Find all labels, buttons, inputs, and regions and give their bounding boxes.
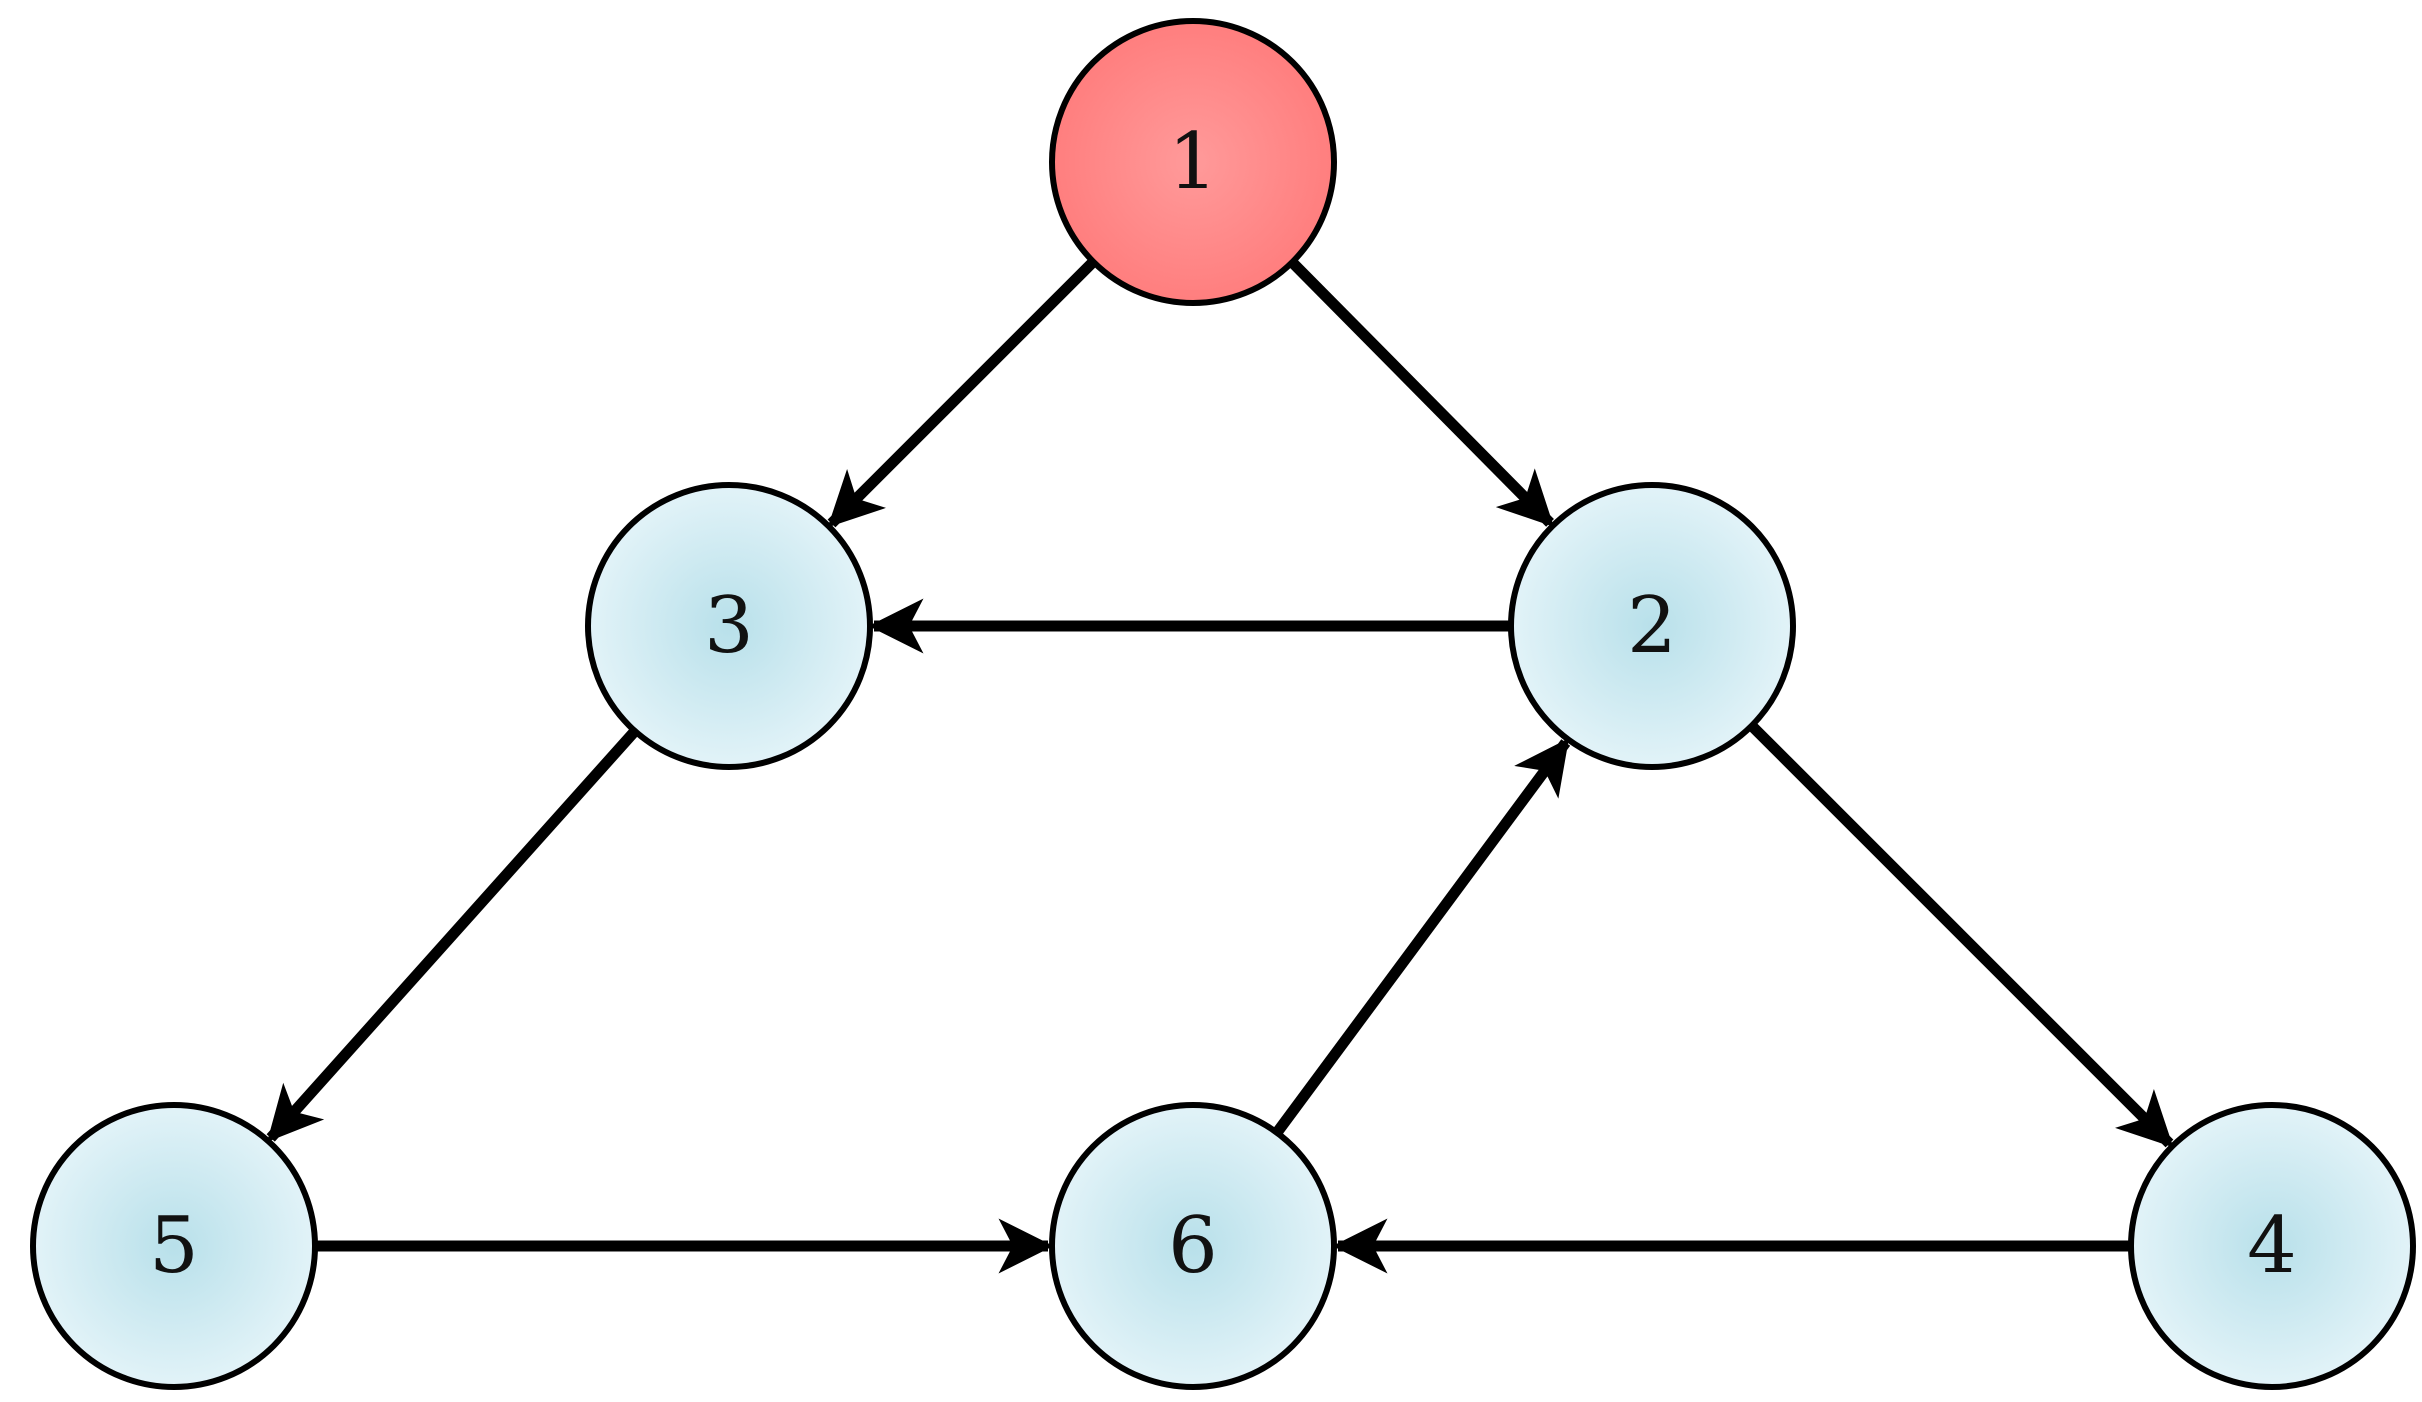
- node-6: 6: [1049, 1102, 1337, 1390]
- edge-1-to-3: [827, 257, 1098, 528]
- node-1: 1: [1049, 18, 1337, 306]
- node-3: 3: [585, 482, 873, 770]
- node-2-circle: [1508, 482, 1796, 770]
- node-3-label: 3: [704, 581, 754, 671]
- node-1-circle: [1049, 18, 1337, 306]
- edge-3-to-5: [266, 727, 640, 1143]
- node-1-label: 1: [1168, 117, 1218, 207]
- edge-2-to-4: [1747, 721, 2174, 1148]
- node-6-label: 6: [1168, 1201, 1218, 1291]
- edge-6-to-2: [1272, 738, 1571, 1136]
- node-5: 5: [30, 1102, 318, 1390]
- nodes-layer: 1 2 3 4 5 6: [30, 18, 2416, 1390]
- edge-1-to-2: [1288, 258, 1554, 527]
- node-6-circle: [1049, 1102, 1337, 1390]
- edges-layer: [266, 257, 2174, 1274]
- node-5-circle: [30, 1102, 318, 1390]
- node-4-label: 4: [2247, 1201, 2297, 1291]
- node-4: 4: [2128, 1102, 2416, 1390]
- node-3-circle: [585, 482, 873, 770]
- node-4-circle: [2128, 1102, 2416, 1390]
- node-5-label: 5: [149, 1201, 199, 1291]
- node-2: 2: [1508, 482, 1796, 770]
- node-2-label: 2: [1627, 581, 1677, 671]
